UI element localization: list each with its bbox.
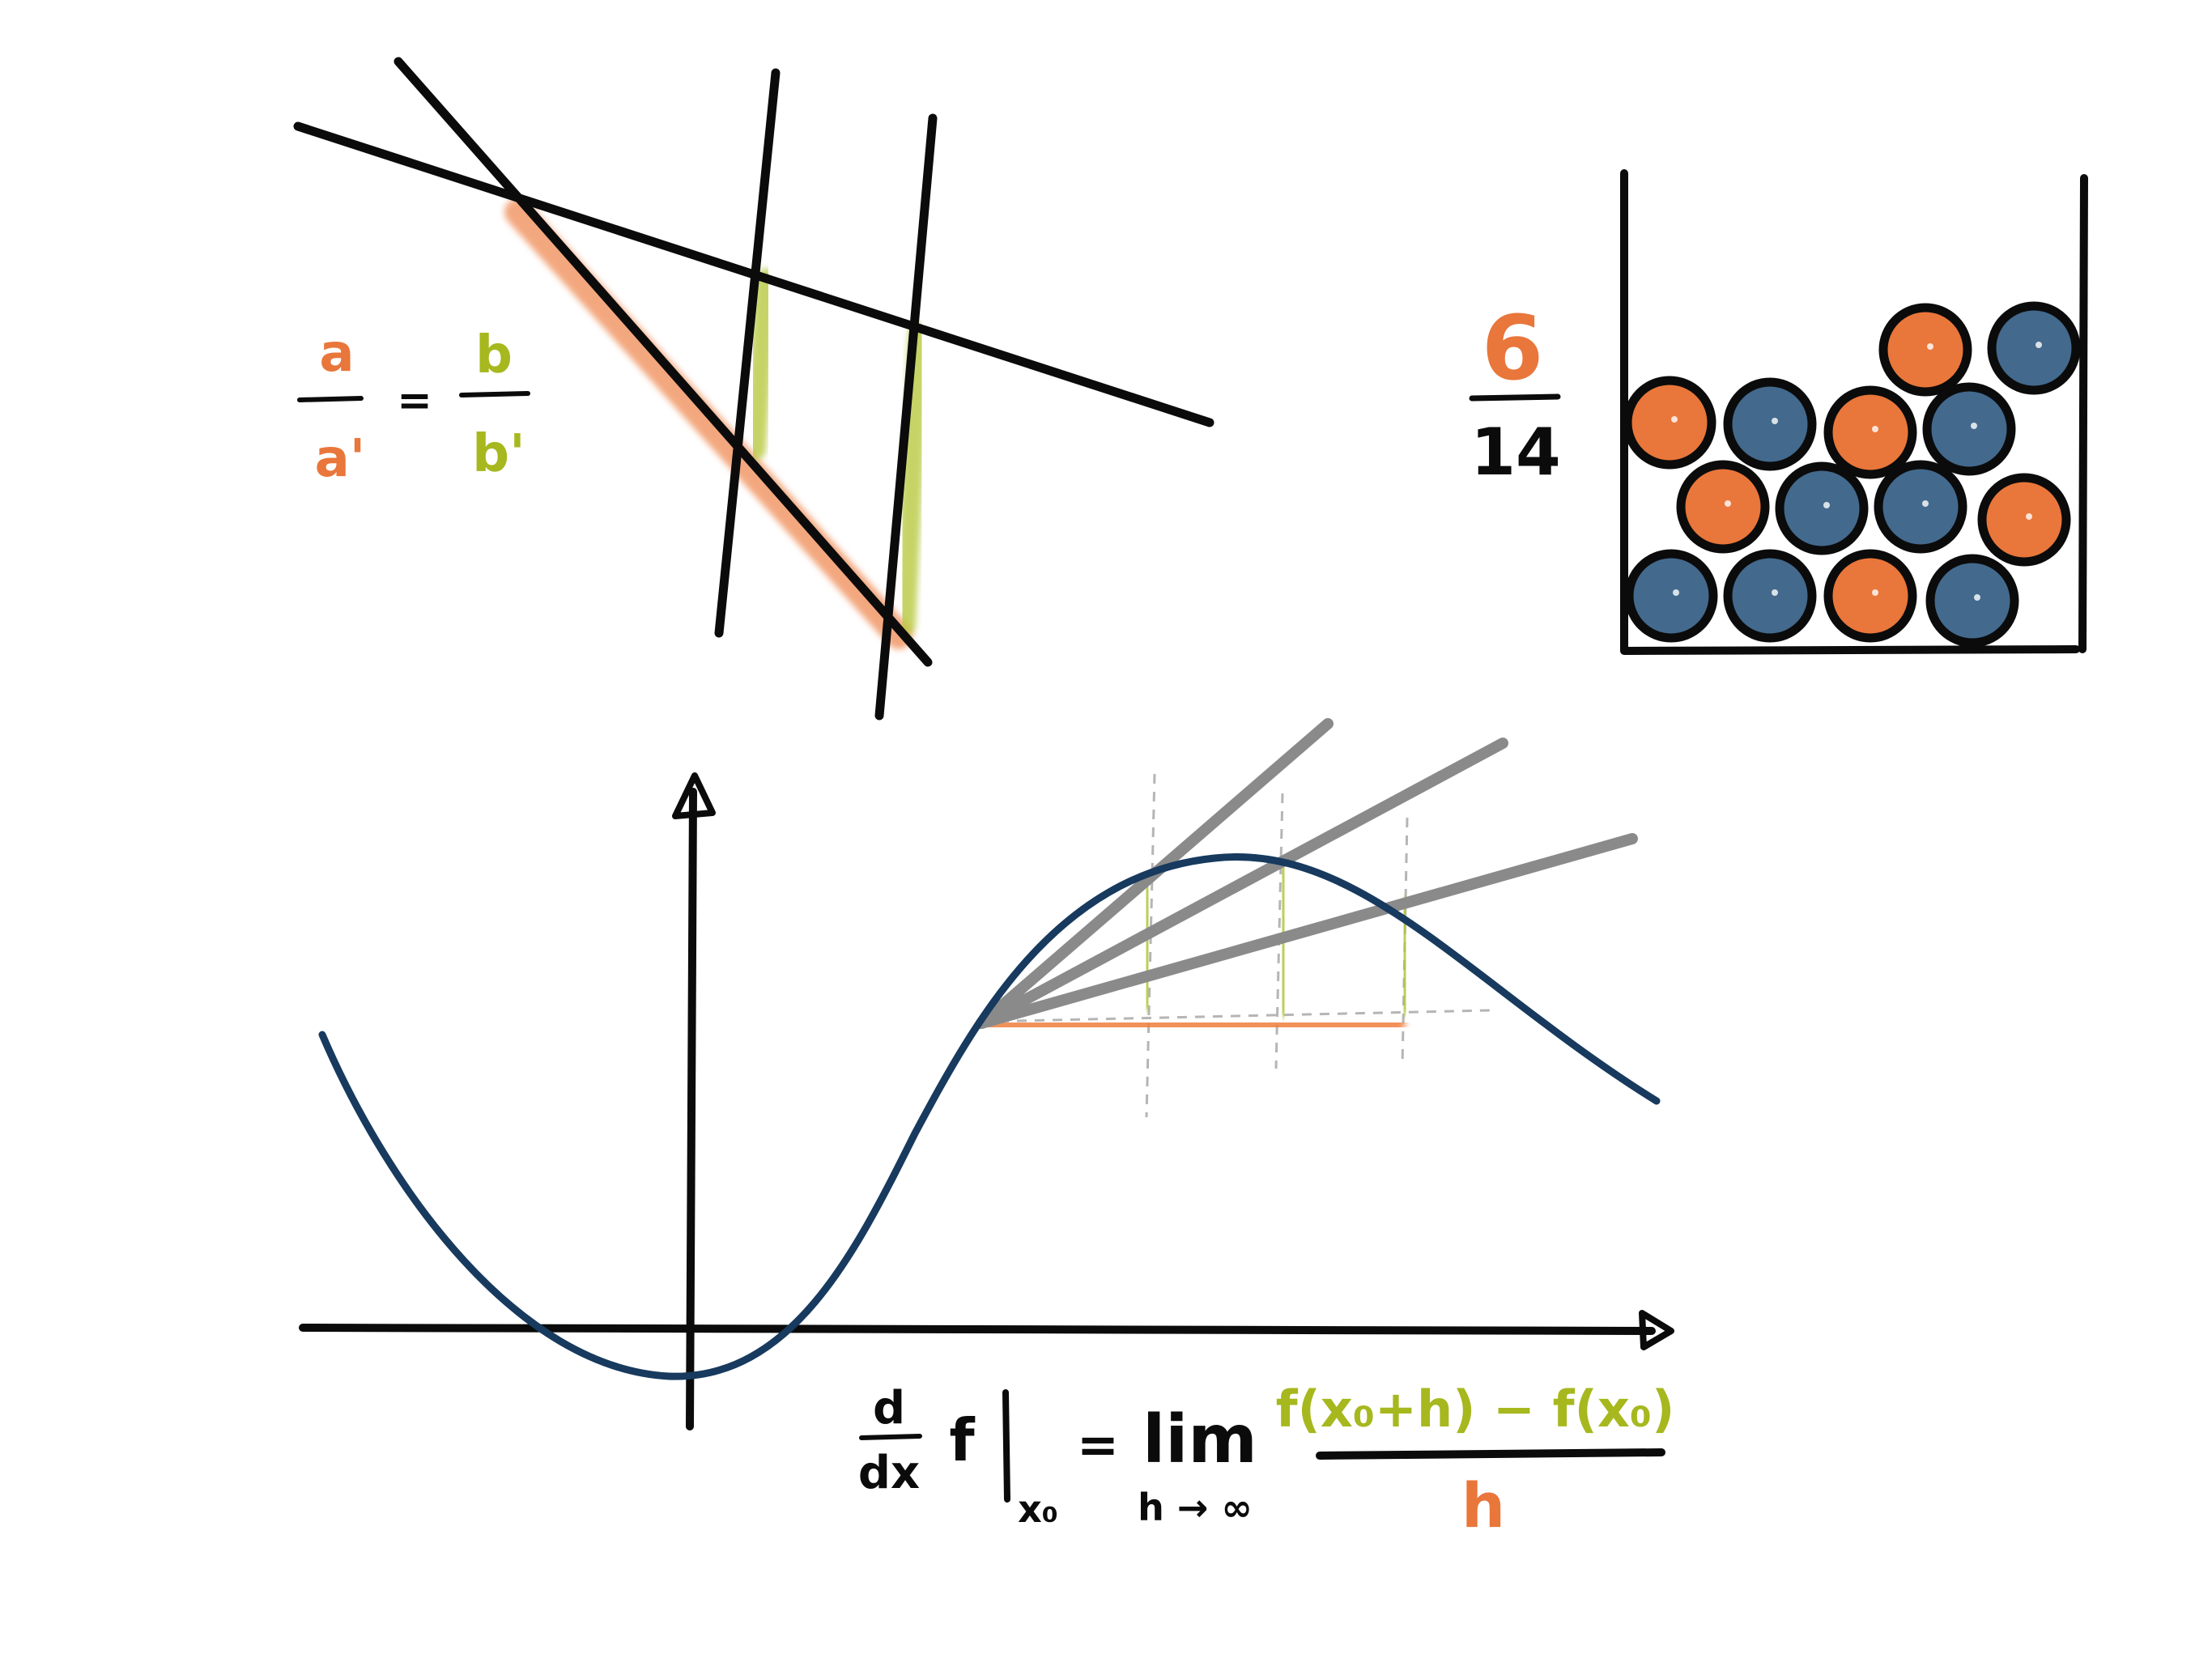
ratio-a: a (319, 324, 354, 384)
ratio-equals: = (397, 376, 432, 425)
ball-highlight (2026, 513, 2032, 520)
green-highlight-segment-b (895, 323, 929, 636)
ratio-left-fraction-bar (297, 396, 364, 402)
blue-ball (1775, 461, 1869, 555)
formula-equals: = (1077, 1415, 1119, 1474)
blue-ball (1624, 549, 1718, 643)
ratio-b-prime: b' (472, 424, 525, 484)
function-curve (318, 853, 1661, 1380)
intercept-theorem-figure: a a' = b b' (293, 57, 1214, 721)
ratio-b: b (475, 325, 513, 385)
orange-highlight-segment (504, 198, 912, 649)
ball-highlight (1772, 418, 1778, 424)
formula-d-fraction-bar (859, 1434, 922, 1440)
orange-h-segment (978, 1014, 1406, 1036)
ratio-a-prime: a' (315, 429, 366, 489)
urn-container (1620, 169, 2088, 655)
ball-highlight (1772, 589, 1778, 596)
formula-d: d (873, 1382, 905, 1435)
secant-line-2 (976, 738, 1508, 1029)
orange-ball (1823, 549, 1917, 643)
blue-ball (1925, 554, 2019, 648)
formula-lim: lim (1142, 1401, 1257, 1478)
blue-ball (1987, 301, 2081, 395)
derivative-graph: d dx f x₀ = lim h → ∞ f(x₀+h) − f(x₀) h (299, 718, 1675, 1541)
formula-dx: dx (858, 1447, 920, 1499)
x-axis (299, 1324, 1656, 1335)
orange-ball (1623, 376, 1716, 470)
ball-highlight (1872, 426, 1878, 432)
ball-highlight (1673, 589, 1679, 596)
blue-ball (1874, 460, 1967, 554)
probability-numerator: 6 (1482, 296, 1544, 400)
secant-line-3 (976, 833, 1638, 1029)
blue-ball (1922, 382, 2016, 476)
y-axis-arrowhead (672, 772, 716, 819)
ball-highlight (1671, 416, 1678, 423)
formula-denominator: h (1461, 1469, 1505, 1541)
ball-highlight (1872, 589, 1878, 596)
formula-lim-subscript: h → ∞ (1138, 1486, 1253, 1529)
formula-eval-point: x₀ (1018, 1487, 1058, 1531)
ball-highlight (1971, 423, 1977, 429)
probability-denominator: 14 (1470, 414, 1560, 490)
formula-evaluation-bar (1002, 1389, 1010, 1503)
green-difference-segment-1 (1139, 882, 1155, 1011)
ball-highlight (1823, 502, 1830, 508)
ball-highlight (1922, 500, 1929, 507)
orange-ball (1676, 460, 1770, 554)
blue-ball (1723, 549, 1817, 643)
urn-probability-figure: 6 14 (1469, 169, 2088, 655)
orange-ball (1878, 303, 1972, 397)
orange-ball (1977, 473, 2071, 567)
ball-highlight (2035, 342, 2042, 348)
green-highlight-segment-a (745, 269, 776, 460)
urn-balls (1623, 301, 2081, 648)
formula-f: f (949, 1406, 975, 1474)
y-axis (686, 788, 697, 1431)
orange-ball (1823, 385, 1917, 479)
ratio-right-fraction-bar (459, 391, 530, 397)
ball-highlight (1974, 594, 1980, 601)
parallel-line-right (874, 113, 938, 721)
secant-lines (976, 718, 1638, 1029)
x-axis-arrowhead (1639, 1310, 1674, 1350)
formula-numerator: f(x₀+h) − f(x₀) (1276, 1380, 1675, 1439)
transversal-line-lower (393, 57, 933, 667)
blue-ball (1723, 377, 1817, 471)
probability-fraction-bar (1469, 393, 1561, 402)
ball-highlight (1725, 500, 1731, 507)
ball-highlight (1927, 343, 1933, 350)
formula-main-fraction-bar (1316, 1448, 1665, 1460)
parallel-line-left (714, 68, 781, 638)
